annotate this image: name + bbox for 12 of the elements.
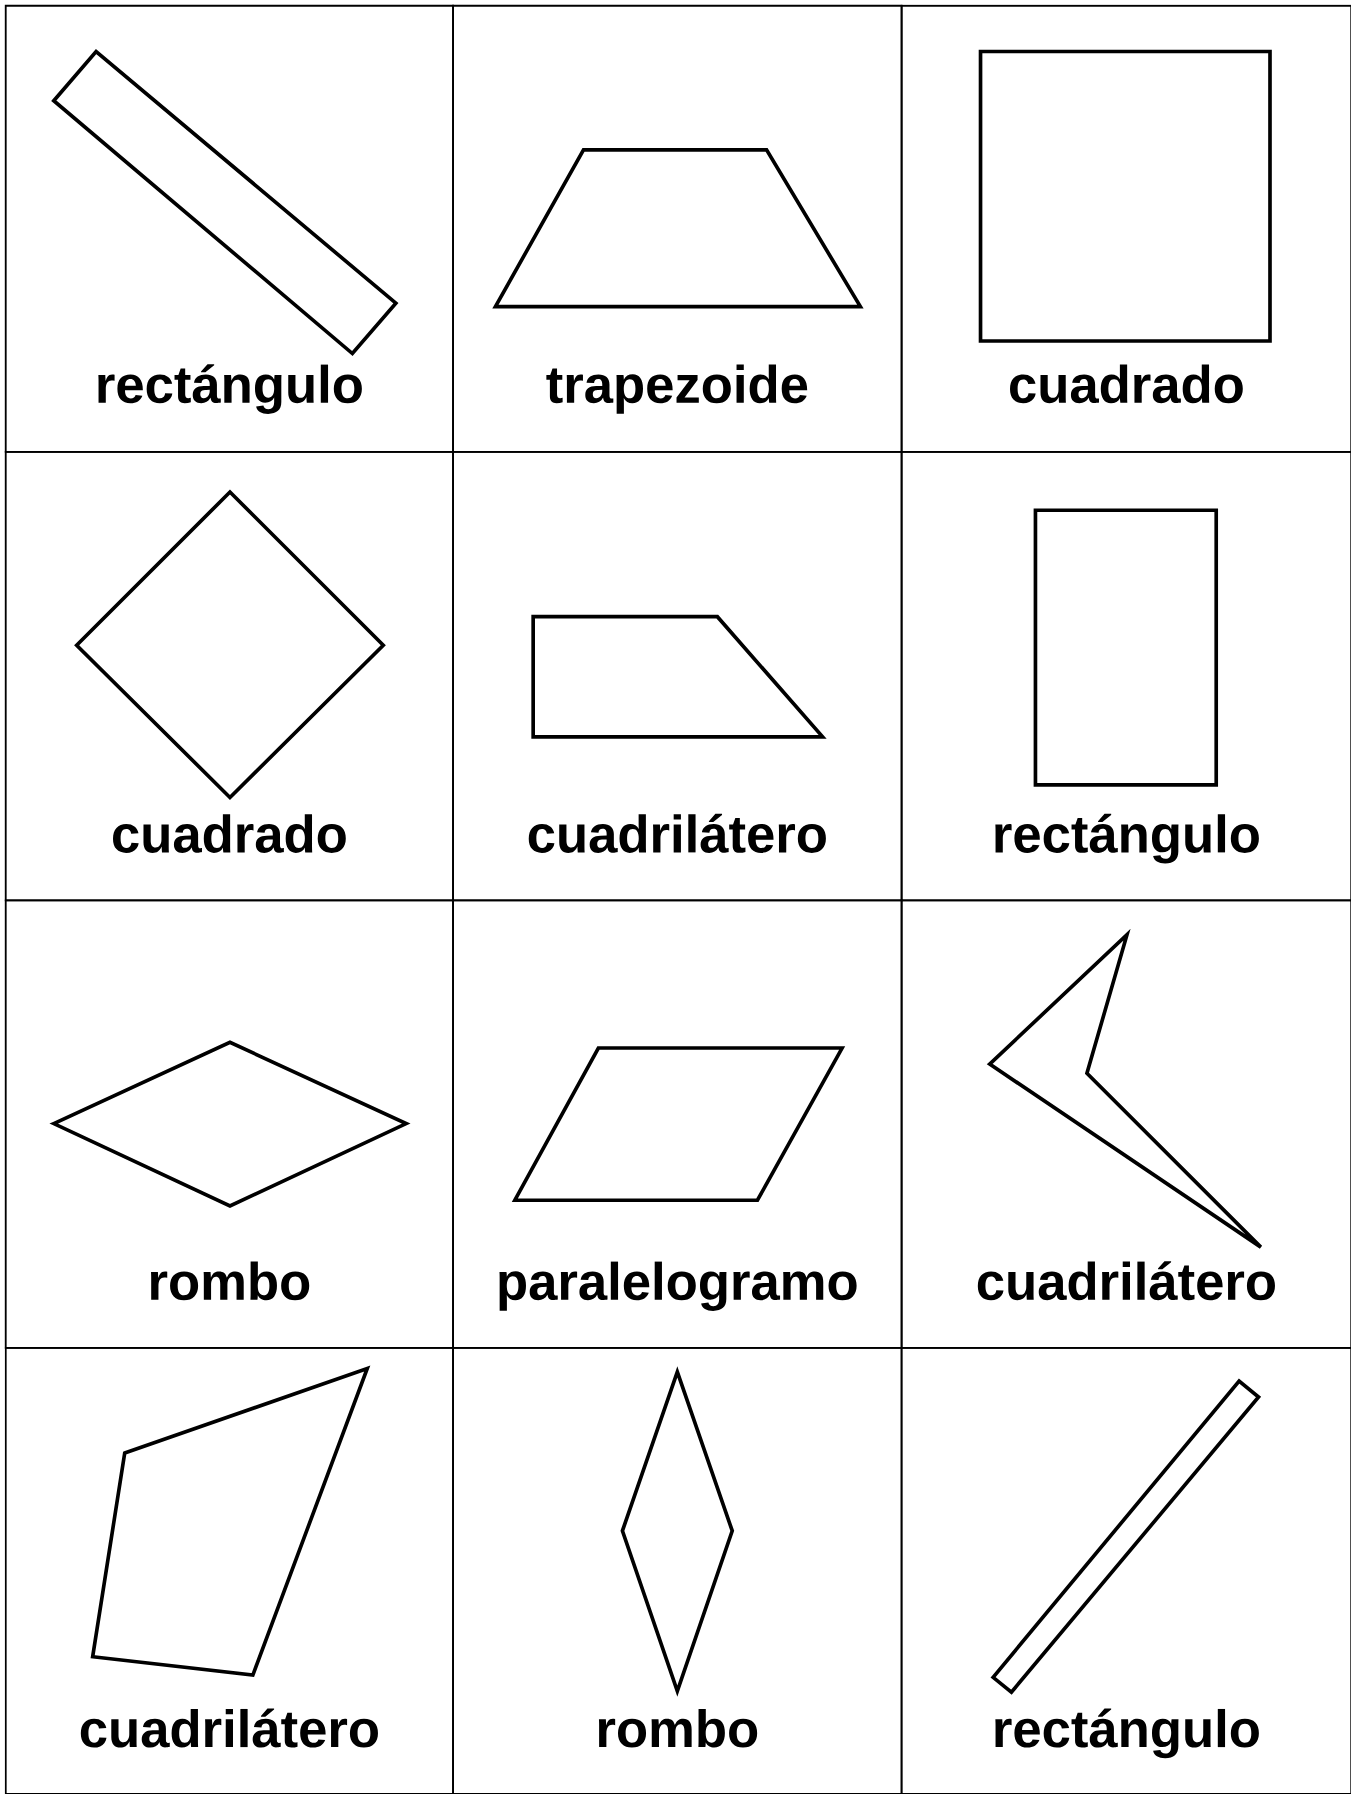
card: rombo: [452, 1346, 903, 1794]
card: rectángulo: [4, 4, 454, 453]
card: rectángulo: [900, 1346, 1351, 1794]
card: rombo: [4, 899, 454, 1349]
card: rectángulo: [900, 451, 1351, 902]
card: cuadrilátero: [900, 899, 1351, 1349]
card: cuadrilátero: [4, 1346, 454, 1794]
card: cuadrado: [4, 451, 454, 902]
card: paralelogramo: [452, 899, 903, 1349]
card: trapezoide: [452, 4, 903, 453]
card: cuadrado: [900, 4, 1351, 453]
card: cuadrilátero: [452, 451, 903, 902]
